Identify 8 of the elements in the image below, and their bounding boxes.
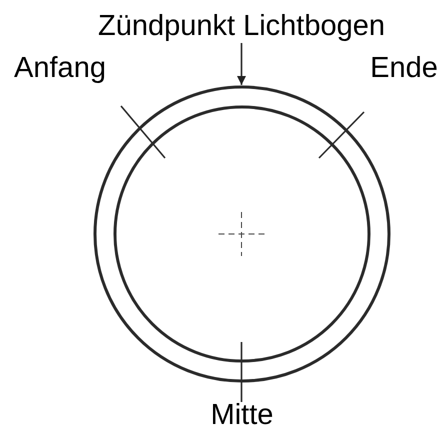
position-label: Ende	[366, 51, 442, 85]
position-label: Mitte	[199, 398, 285, 432]
leader-line	[318, 111, 365, 159]
position-label: Anfang	[8, 51, 112, 85]
leader-line	[120, 105, 166, 159]
leader-line	[240, 342, 242, 402]
arrow	[237, 43, 246, 85]
position-label: Zündpunkt Lichtbogen	[80, 9, 403, 43]
